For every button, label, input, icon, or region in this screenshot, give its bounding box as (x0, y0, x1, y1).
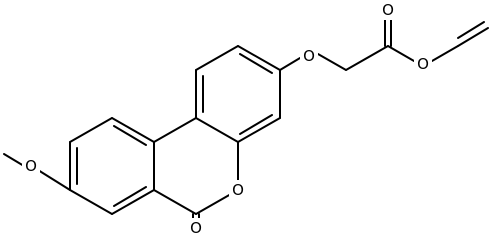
bond (317, 53, 347, 71)
lactone-oxygen-label: O (190, 219, 202, 237)
ring-oxygen: O (229, 180, 247, 200)
bond (111, 117, 155, 143)
ring-c-bonds (195, 45, 281, 143)
bond (69, 117, 113, 143)
bond (237, 117, 281, 143)
bond (113, 186, 147, 207)
bond (237, 45, 281, 71)
lactone-carbonyl-oxygen: O (187, 218, 205, 238)
bond (111, 189, 155, 215)
ester-oxygen: O (414, 54, 432, 74)
bond (37, 169, 71, 191)
ester-oxygen-label: O (417, 55, 429, 73)
bond (195, 45, 239, 71)
bond (239, 53, 273, 74)
methoxy-group-bonds (3, 153, 71, 191)
bond (69, 189, 113, 215)
bond (431, 45, 459, 62)
bond (153, 189, 197, 215)
bond (345, 45, 389, 71)
ether-oxygen-label: O (303, 47, 315, 65)
carbonyl-oxygen-label: O (382, 1, 394, 19)
ring-a-bonds (69, 117, 155, 215)
bond (3, 153, 25, 167)
bond (387, 45, 415, 62)
ring-b-bonds (153, 117, 239, 227)
bond (113, 125, 147, 146)
carbonyl-oxygen: O (379, 0, 397, 20)
side-chain-bonds (279, 19, 489, 71)
atom-labels: O O O O O O (22, 0, 432, 238)
ring-oxygen-label: O (232, 181, 244, 199)
methoxy-oxygen: O (22, 156, 40, 176)
bond (279, 57, 301, 71)
bond (239, 114, 273, 135)
bond (195, 117, 239, 143)
bond (457, 21, 485, 39)
ether-oxygen: O (300, 46, 318, 66)
bond (153, 117, 197, 143)
bond (457, 27, 489, 47)
methoxy-oxygen-label: O (25, 157, 37, 175)
